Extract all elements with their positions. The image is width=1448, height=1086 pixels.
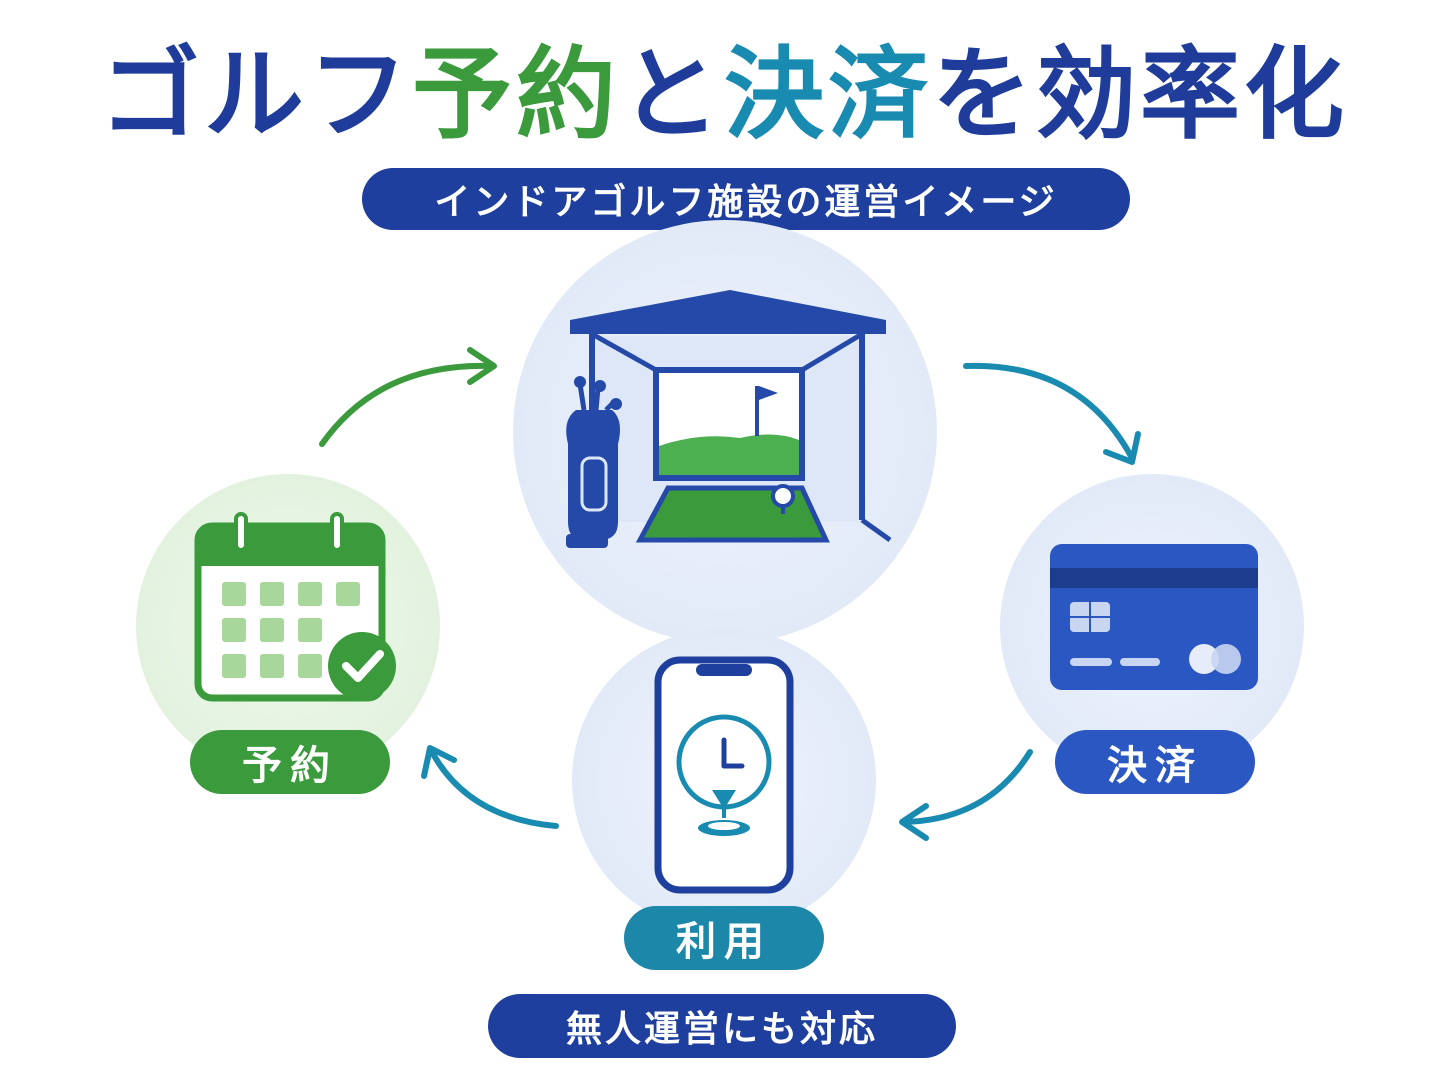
- subtitle-pill: インドアゴルフ施設の運営イメージ: [362, 168, 1130, 230]
- credit-card-icon: [1050, 544, 1258, 690]
- title-part-and: と: [620, 36, 724, 153]
- title-part-golf: ゴルフ: [100, 36, 412, 153]
- main-title: ゴルフ予約と決済を効率化: [0, 30, 1448, 160]
- arrow-payment-to-usage: [899, 749, 1033, 841]
- arrow-usage-to-reservation: [421, 745, 559, 829]
- payment-label: 決済: [1055, 730, 1255, 794]
- arrow-reservation-to-facility: [319, 347, 497, 447]
- title-part-payment: 決済: [724, 36, 932, 153]
- indoor-golf-booth-icon: [566, 290, 892, 548]
- smartphone-clock-tee-icon: [654, 656, 794, 894]
- title-part-reservation: 予約: [412, 36, 620, 153]
- reservation-label: 予約: [190, 730, 390, 794]
- usage-label: 利用: [624, 906, 824, 970]
- title-part-efficiency: を効率化: [932, 36, 1348, 153]
- unmanned-operation-note: 無人運営にも対応: [488, 994, 956, 1058]
- arrow-facility-to-payment: [963, 362, 1141, 465]
- calendar-check-icon: [194, 512, 396, 702]
